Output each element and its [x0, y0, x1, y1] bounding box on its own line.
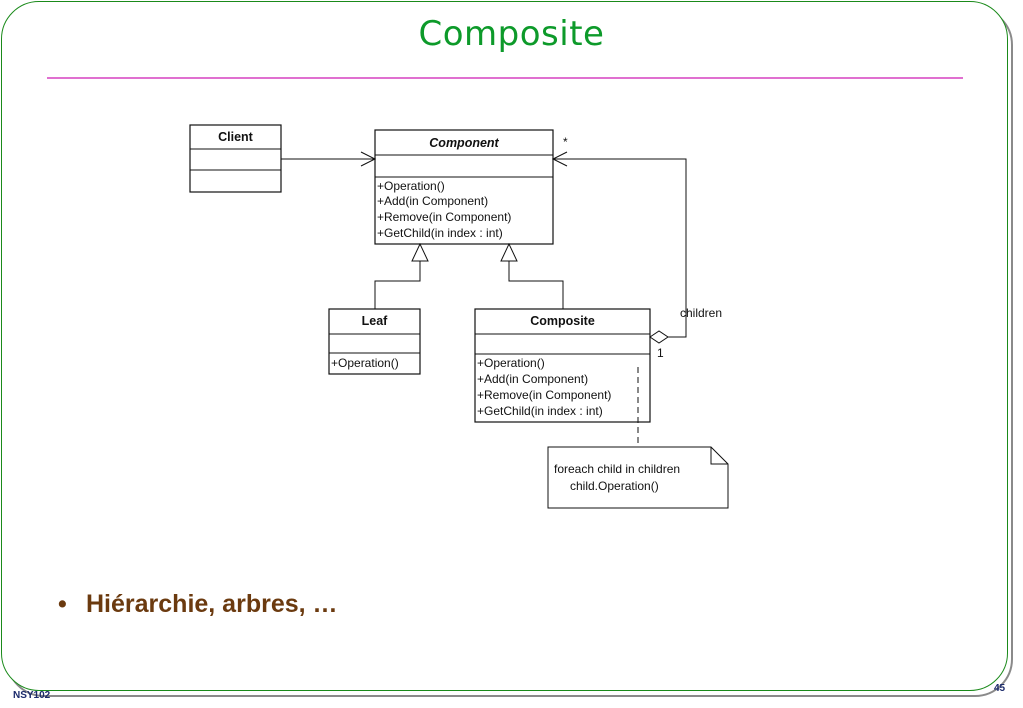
composite-method-0: +Operation() [477, 356, 545, 370]
leaf-method-0: +Operation() [331, 356, 399, 370]
children-aggregation: * children 1 [551, 135, 722, 360]
component-class: Component +Operation() +Add(in Component… [374, 129, 554, 245]
slide-frame [1, 1, 1008, 691]
component-method-0: +Operation() [377, 179, 445, 193]
leaf-class-name: Leaf [362, 314, 389, 328]
composite-inheritance-line [508, 261, 564, 309]
bullet-item: • Hiérarchie, arbres, … [58, 590, 338, 619]
composite-class-box [474, 308, 651, 423]
footer-page-number: 45 [994, 683, 1006, 694]
footer-course-label: NSY102 [13, 690, 51, 701]
client-class: Client [189, 124, 282, 193]
composite-method-2: +Remove(in Component) [477, 388, 611, 402]
composite-inheritance [500, 242, 564, 309]
operation-note: foreach child in children child.Operatio… [547, 367, 729, 509]
multiplicity-one: 1 [657, 346, 664, 360]
note-fold-icon [710, 447, 728, 465]
bullet-text: Hiérarchie, arbres, … [86, 590, 338, 618]
title-divider [47, 77, 963, 79]
association-arrowhead-icon [360, 151, 377, 167]
composite-method-1: +Add(in Component) [477, 372, 588, 386]
slide-title: Composite [418, 14, 605, 54]
composite-class: Composite +Operation() +Add(in Component… [474, 308, 651, 423]
role-children-label: children [680, 306, 722, 320]
note-line-0: foreach child in children [554, 462, 680, 476]
leaf-inheritance-line [374, 261, 421, 309]
aggregation-line [553, 158, 687, 338]
note-box [547, 446, 729, 509]
multiplicity-many: * [563, 135, 568, 149]
client-class-name: Client [218, 130, 254, 144]
client-component-association [281, 151, 377, 167]
leaf-class-box [328, 308, 421, 375]
component-class-box [374, 129, 554, 245]
component-class-name: Component [429, 136, 499, 150]
composite-class-name: Composite [530, 314, 595, 328]
leaf-class: Leaf +Operation() [328, 308, 421, 375]
component-method-3: +GetChild(in index : int) [377, 226, 503, 240]
note-line-1: child.Operation() [570, 479, 659, 493]
component-method-2: +Remove(in Component) [377, 210, 511, 224]
composite-inheritance-triangle-icon [500, 242, 518, 262]
composite-method-3: +GetChild(in index : int) [477, 404, 603, 418]
leaf-inheritance-triangle-icon [411, 242, 429, 262]
aggregation-diamond-icon [649, 330, 669, 344]
leaf-inheritance [374, 242, 429, 309]
aggregation-arrowhead-icon [551, 151, 568, 167]
bullet-symbol: • [58, 590, 67, 618]
component-method-1: +Add(in Component) [377, 194, 488, 208]
